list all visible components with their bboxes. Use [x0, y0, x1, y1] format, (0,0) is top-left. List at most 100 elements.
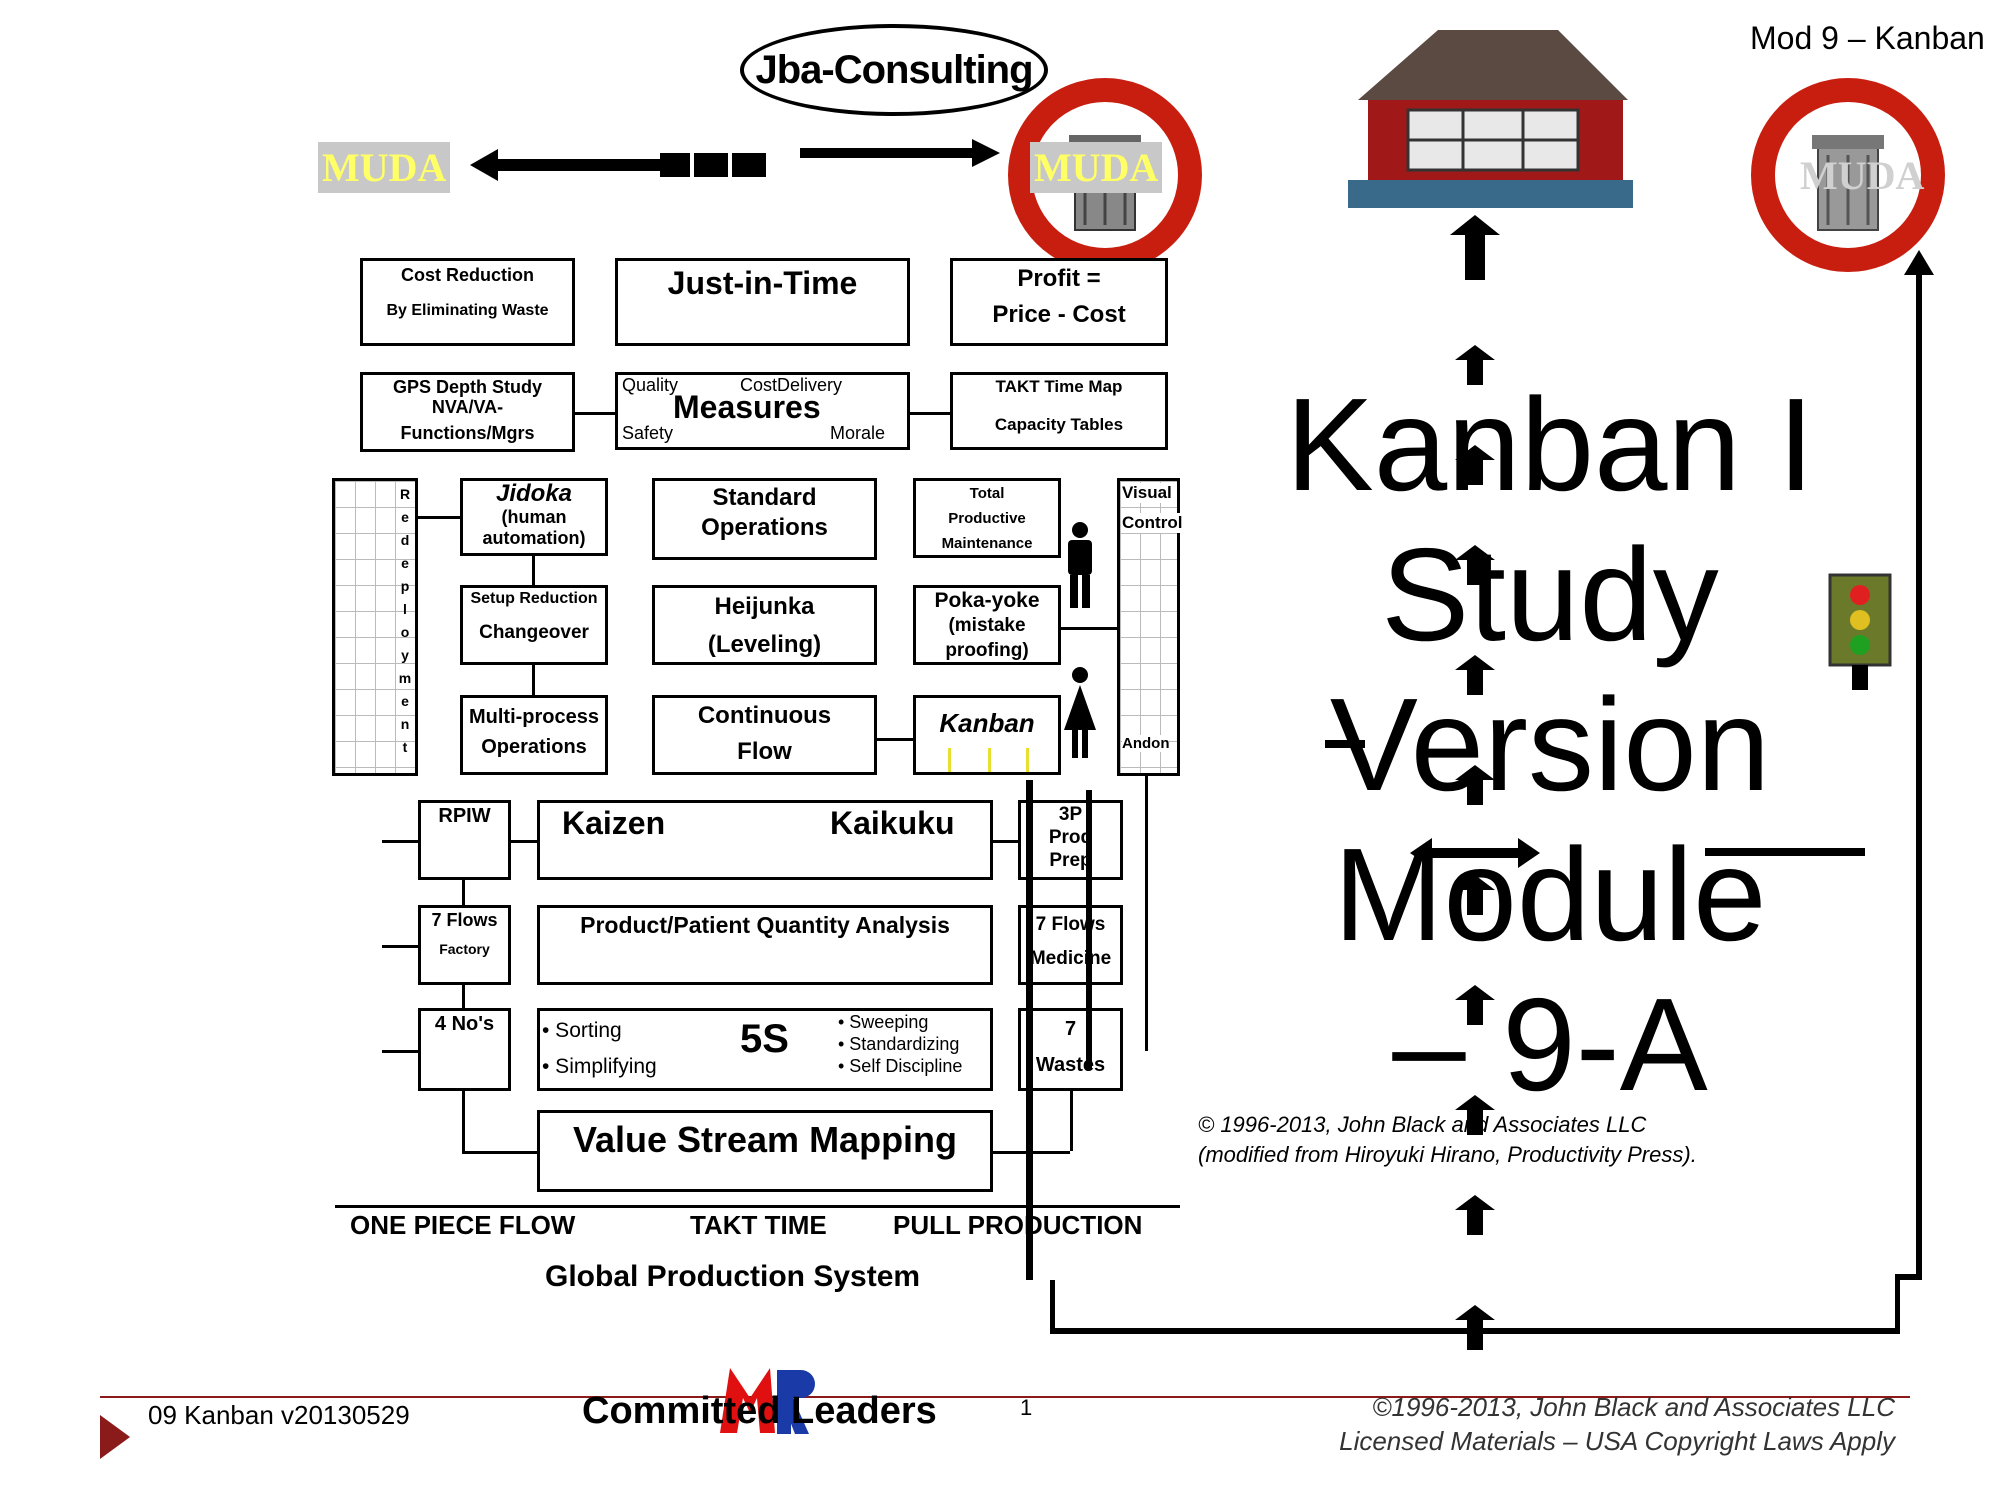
footer-triangle-icon	[100, 1415, 130, 1459]
muda-right-label: MUDA	[1800, 153, 1925, 198]
measures-safety: Safety	[622, 423, 674, 443]
pokayoke-line1: Poka-yoke	[934, 589, 1040, 612]
double-arrow-icon	[1410, 838, 1540, 868]
standard-ops-line2: Operations	[701, 514, 828, 541]
connector	[462, 880, 465, 905]
connector	[382, 840, 418, 843]
seven-flows-medicine-line1: 7 Flows	[1035, 914, 1106, 935]
rpiw-label: RPIW	[438, 805, 491, 827]
setup-reduction-box: Setup Reduction Changeover	[460, 585, 608, 665]
standard-operations-box: Standard Operations	[652, 478, 877, 560]
takt-map-line2: Capacity Tables	[994, 415, 1124, 434]
cost-reduction-line1: Cost Reduction	[401, 265, 534, 285]
up-arrows-column-icon	[1450, 215, 1500, 1350]
connector	[993, 840, 1018, 843]
rpiw-box: RPIW	[418, 800, 511, 880]
threep-line2: Prod	[1048, 827, 1093, 848]
kanban-flow-line	[1026, 780, 1033, 1210]
five-s-left-list: • Sorting • Simplifying	[542, 1019, 657, 1078]
seven-wastes-line2: Wastes	[1035, 1054, 1106, 1076]
person-woman-icon	[1064, 667, 1096, 758]
dash-line	[1705, 848, 1865, 856]
threep-line1: 3P	[1058, 804, 1083, 825]
four-nos-box: 4 No's	[418, 1008, 511, 1091]
threep-box: 3P Prod Prep	[1018, 800, 1123, 880]
measures-quality: Quality	[622, 375, 679, 395]
heijunka-line2: (Leveling)	[707, 631, 822, 658]
cost-reduction-line2: By Eliminating Waste	[386, 302, 549, 319]
heijunka-line1: Heijunka	[714, 593, 815, 620]
slide-title-line3: – 9-A	[1392, 971, 1708, 1118]
pokayoke-line2: (mistake	[948, 615, 1026, 636]
mr-logo-icon	[720, 1368, 815, 1434]
profit-box: Profit = Price - Cost	[950, 258, 1168, 346]
seven-flows-medicine-line2: Medicine	[1029, 948, 1112, 969]
seven-flows-factory-line2: Factory	[439, 941, 490, 957]
connector	[462, 1151, 537, 1154]
jidoka-line2: (human	[501, 507, 567, 527]
connector	[1070, 1091, 1073, 1151]
traffic-light-icon	[1828, 573, 1892, 690]
tpm-line3: Maintenance	[941, 535, 1033, 552]
four-nos-label: 4 No's	[434, 1013, 495, 1035]
setup-line1: Setup Reduction	[470, 590, 598, 607]
connector	[910, 412, 950, 415]
system-name: Global Production System	[545, 1260, 921, 1293]
foundation-one-piece-flow: ONE PIECE FLOW	[350, 1210, 576, 1240]
gps-line2: NVA/VA-	[431, 397, 504, 417]
cost-reduction-box: Cost Reduction By Eliminating Waste	[360, 258, 575, 346]
pokayoke-line3: proofing)	[945, 640, 1029, 661]
loop-right-arrowhead-icon	[1904, 250, 1934, 275]
seven-flows-factory-line1: 7 Flows	[431, 910, 498, 930]
threep-line3: Prep	[1049, 850, 1092, 871]
foundation-pull-production: PULL PRODUCTION	[893, 1210, 1143, 1240]
connector	[532, 665, 535, 695]
ppqa-box: Product/Patient Quantity Analysis	[537, 905, 993, 985]
gps-line3: Functions/Mgrs	[400, 423, 535, 443]
footer-version: 09 Kanban v20130529	[148, 1400, 410, 1430]
loop-right-foot	[1895, 1274, 1922, 1280]
connector	[877, 738, 913, 741]
kaizen-box: Kaizen Kaikuku	[537, 800, 993, 880]
person-man-icon	[1068, 522, 1092, 608]
kaikuku-label: Kaikuku	[830, 805, 955, 841]
five-s-box: • Sorting • Simplifying 5S • Sweeping • …	[537, 1008, 993, 1091]
gps-box: GPS Depth Study NVA/VA- Functions/Mgrs	[360, 372, 575, 452]
footer-tagline: Committed Leaders	[582, 1390, 937, 1432]
kanban-label: Kanban	[939, 708, 1035, 738]
module-label: Mod 9 – Kanban	[1750, 20, 1985, 56]
copyright-note: © 1996-2013, John Black and Associates L…	[1198, 1112, 1697, 1167]
five-s-title: 5S	[740, 1017, 789, 1061]
kanban-flow-line-2	[1086, 790, 1092, 1070]
visual-control-line2: Control	[1122, 513, 1183, 533]
connector	[1061, 627, 1117, 630]
foundation-takt-time: TAKT TIME	[690, 1210, 827, 1240]
jidoka-title: Jidoka	[495, 480, 573, 507]
kanban-box: Kanban	[913, 695, 1061, 775]
poka-yoke-box: Poka-yoke (mistake proofing)	[913, 585, 1061, 665]
seven-flows-medicine-box: 7 Flows Medicine	[1018, 905, 1123, 985]
measures-title: Measures	[673, 389, 821, 425]
dash-small	[1325, 740, 1365, 748]
seven-wastes-box: 7 Wastes	[1018, 1008, 1123, 1091]
footer-copyright: ©1996-2013, John Black and Associates LL…	[1339, 1392, 1895, 1456]
right-arrow-icon	[800, 139, 1000, 167]
setup-line2: Changeover	[479, 622, 589, 643]
vsm-label: Value Stream Mapping	[572, 1119, 958, 1160]
consulting-logo: Jba-Consulting	[740, 24, 1048, 116]
takt-map-box: TAKT Time Map Capacity Tables	[950, 372, 1168, 450]
connector	[418, 516, 460, 519]
seven-wastes-line1: 7	[1064, 1018, 1077, 1040]
measures-cost-delivery: CostDelivery	[740, 375, 843, 395]
gps-line1: GPS Depth Study	[392, 377, 542, 397]
side-rail	[1145, 776, 1148, 1051]
connector	[462, 985, 465, 1008]
slide-title-line1: Kanban I Study	[1285, 371, 1815, 668]
continuous-flow-line1: Continuous	[697, 702, 832, 729]
logo-text: Jba-Consulting	[755, 48, 1033, 92]
jidoka-line3: automation)	[482, 528, 586, 548]
connector	[462, 1091, 465, 1151]
ppqa-label: Product/Patient Quantity Analysis	[580, 912, 950, 938]
